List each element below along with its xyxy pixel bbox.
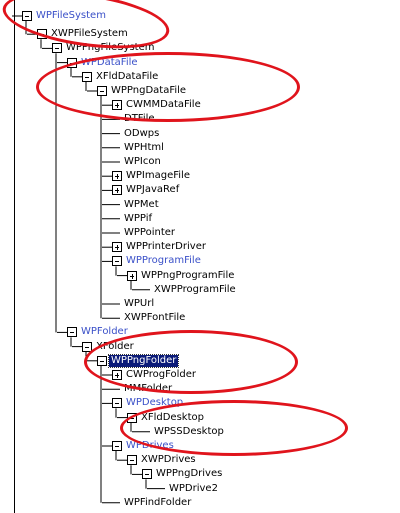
collapse-minus-icon[interactable] [127, 455, 137, 466]
tree-node-label: WPPngDataFile [111, 85, 187, 96]
tree-node-label: WPPngFileSystem [66, 42, 155, 54]
expand-plus-icon[interactable] [112, 100, 122, 111]
tree-node-label: WPPointer [124, 227, 176, 238]
tree-node-label: WPFolder [81, 326, 128, 338]
tree-node-label: WPIcon [124, 156, 161, 167]
collapse-minus-icon[interactable] [82, 341, 92, 352]
collapse-minus-icon[interactable] [127, 412, 137, 423]
tree-node-label: WPDesktop [126, 397, 184, 409]
collapse-minus-icon[interactable] [112, 441, 122, 451]
tree-node-label: CWMMDataFile [126, 99, 201, 111]
tree-node-label: WPJavaRef [126, 184, 180, 196]
collapse-minus-icon[interactable] [37, 29, 47, 40]
collapse-minus-icon[interactable] [112, 256, 122, 267]
collapse-minus-icon[interactable] [97, 86, 107, 96]
tree-node-label: WPDataFile [81, 56, 138, 68]
tree-node-label: WPPngDrives [156, 468, 223, 480]
expand-plus-icon[interactable] [112, 242, 122, 253]
tree-node-label: WPPrinterDriver [126, 241, 206, 253]
tree-node-label: WPDrive2 [169, 482, 218, 494]
tree-node-label: XFolder [96, 340, 134, 352]
collapse-minus-icon[interactable] [52, 43, 62, 54]
tree-node-label: WPProgramFile [126, 255, 201, 267]
tree-node-label: XWPDrives [141, 454, 196, 466]
tree-node-label: XWPProgramFile [154, 283, 236, 295]
tree-node-label: WPHtml [124, 141, 164, 153]
collapse-minus-icon[interactable] [142, 469, 152, 480]
tree-node-label: WPFindFolder [124, 496, 192, 508]
collapse-minus-icon[interactable] [22, 11, 32, 21]
tree-node-label: WPPngProgramFile [141, 269, 235, 281]
collapse-minus-icon[interactable] [67, 57, 77, 68]
tree-node-label: WPPif [124, 212, 153, 224]
collapse-minus-icon[interactable] [67, 327, 77, 338]
tree-node-label: XFldDataFile [96, 70, 159, 82]
tree-node-label: XWPFileSystem [51, 28, 128, 40]
tree-node-label: XFldDesktop [141, 411, 204, 423]
tree-node-label: ODwps [124, 127, 160, 139]
expand-plus-icon[interactable] [112, 370, 122, 380]
tree-node-label: WPUrl [124, 298, 155, 309]
tree-node-label: DTFile [124, 113, 155, 125]
tree-node-label: CWProgFolder [126, 369, 196, 380]
tree-node-label: WPFileSystem [36, 10, 106, 21]
tree-node-label: WPSSDesktop [154, 425, 224, 437]
tree-node-label: WPPngFolder [107, 353, 180, 368]
collapse-minus-icon[interactable] [97, 355, 107, 366]
tree-root-connector [14, 0, 15, 513]
tree-node-label: MMFolder [124, 383, 173, 395]
collapse-minus-icon[interactable] [112, 398, 122, 409]
tree-node-label: WPImageFile [126, 170, 190, 182]
tree-node-label: WPDrives [126, 440, 174, 451]
expand-plus-icon[interactable] [127, 270, 137, 281]
tree-node-label: XWPFontFile [124, 312, 186, 324]
tree-node-label: WPMet [124, 198, 159, 210]
expand-plus-icon[interactable] [112, 185, 122, 196]
collapse-minus-icon[interactable] [82, 71, 92, 82]
expand-plus-icon[interactable] [112, 171, 122, 182]
